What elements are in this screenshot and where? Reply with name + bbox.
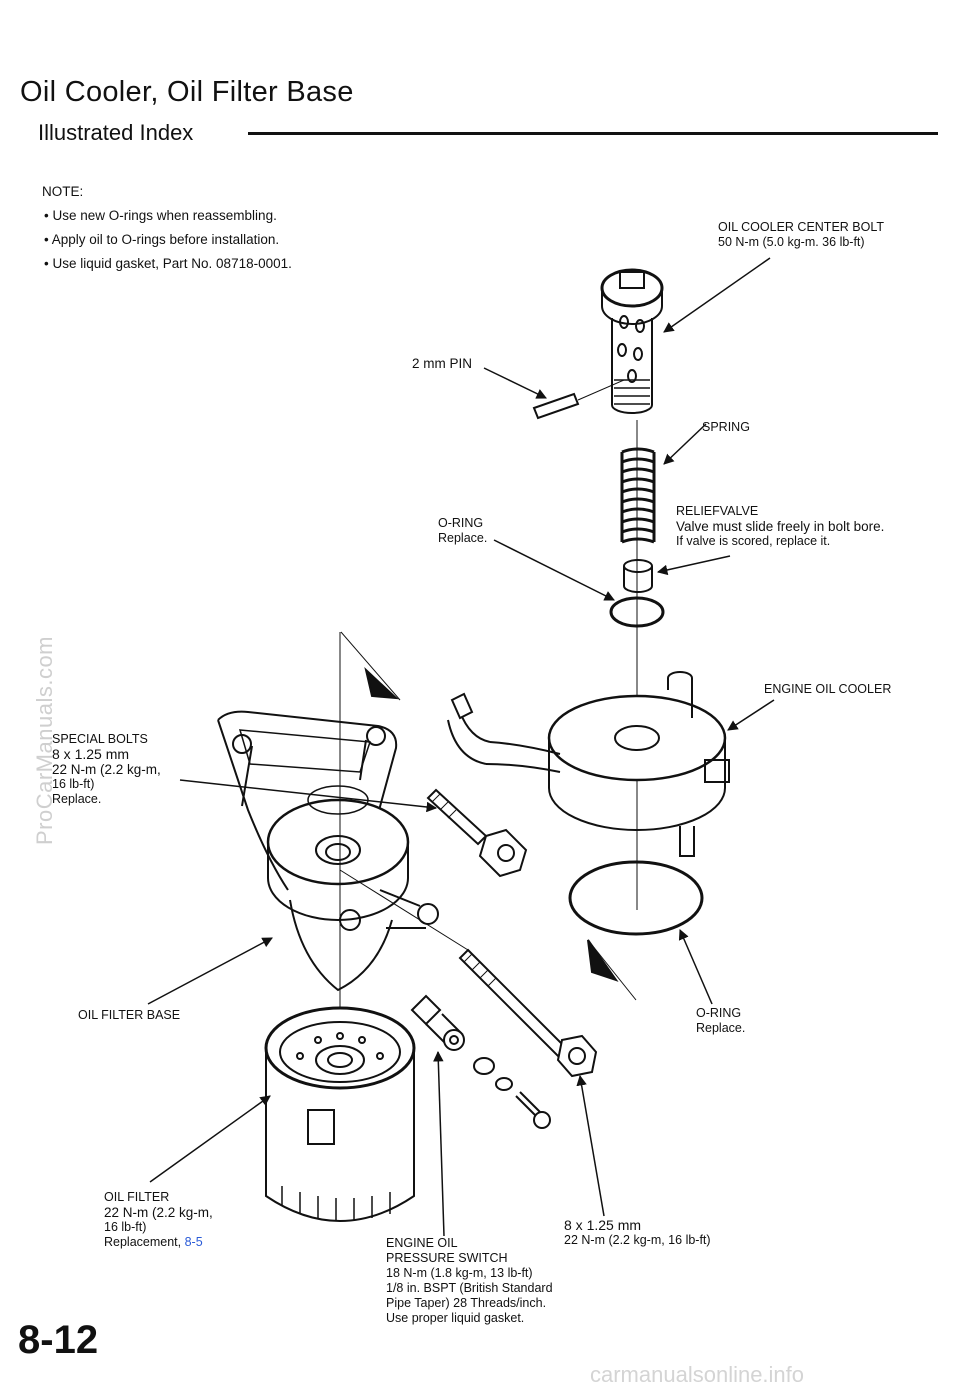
oil-filter-link[interactable]: 8-5 [184, 1235, 203, 1249]
note-item: • Apply oil to O-rings before installati… [44, 232, 280, 247]
screw [515, 1091, 541, 1117]
note-item: • Use liquid gasket, Part No. 08718-0001… [44, 256, 292, 271]
label-o-ring-top: O-RING Replace. [438, 516, 488, 545]
label-pressure-switch: ENGINE OIL PRESSURE SWITCH 18 N-m (1.8 k… [386, 1236, 553, 1325]
note-item: • Use new O-rings when reassembling. [44, 208, 277, 223]
label-special-bolts: SPECIAL BOLTS 8 x 1.25 mm 22 N-m (2.2 kg… [52, 732, 161, 806]
label-pin: 2 mm PIN [412, 356, 473, 371]
label-relief-valve: RELIEFVALVE Valve must slide freely in b… [676, 504, 885, 548]
section-subtitle: Illustrated Index [38, 120, 194, 145]
long-bolt [339, 869, 598, 1078]
pressure-switch [410, 994, 465, 1051]
oil-filter-base [217, 710, 439, 992]
note-heading: NOTE: [42, 184, 84, 199]
footer-watermark: carmanualsonline.info [590, 1362, 805, 1387]
label-oil-filter-base: OIL FILTER BASE [78, 1008, 181, 1022]
label-spring: SPRING [702, 420, 750, 434]
oil-filter [264, 1006, 416, 1222]
engine-oil-cooler [447, 671, 730, 857]
special-bolt [426, 788, 528, 878]
page-number: 8-12 [18, 1318, 99, 1362]
pin [532, 379, 625, 420]
o-ring-bottom [568, 860, 704, 936]
relief-valve [623, 559, 653, 593]
label-oil-filter: OIL FILTER 22 N-m (2.2 kg-m, 16 lb-ft) R… [104, 1190, 213, 1249]
label-o-ring-bottom: O-RING Replace. [696, 1006, 746, 1035]
washer [495, 1077, 513, 1091]
page-title: Oil Cooler, Oil Filter Base [20, 76, 354, 108]
washer [473, 1057, 495, 1075]
spring [620, 447, 656, 544]
label-bolt-8x125: 8 x 1.25 mm 22 N-m (2.2 kg-m, 16 lb-ft) [564, 1217, 711, 1248]
note-block: NOTE: • Use new O-rings when reassemblin… [42, 180, 292, 276]
header-rule [248, 132, 938, 135]
label-center-bolt: OIL COOLER CENTER BOLT 50 N-m (5.0 kg-m.… [718, 220, 885, 249]
label-engine-oil-cooler: ENGINE OIL COOLER [764, 682, 892, 696]
center-bolt [600, 268, 664, 414]
